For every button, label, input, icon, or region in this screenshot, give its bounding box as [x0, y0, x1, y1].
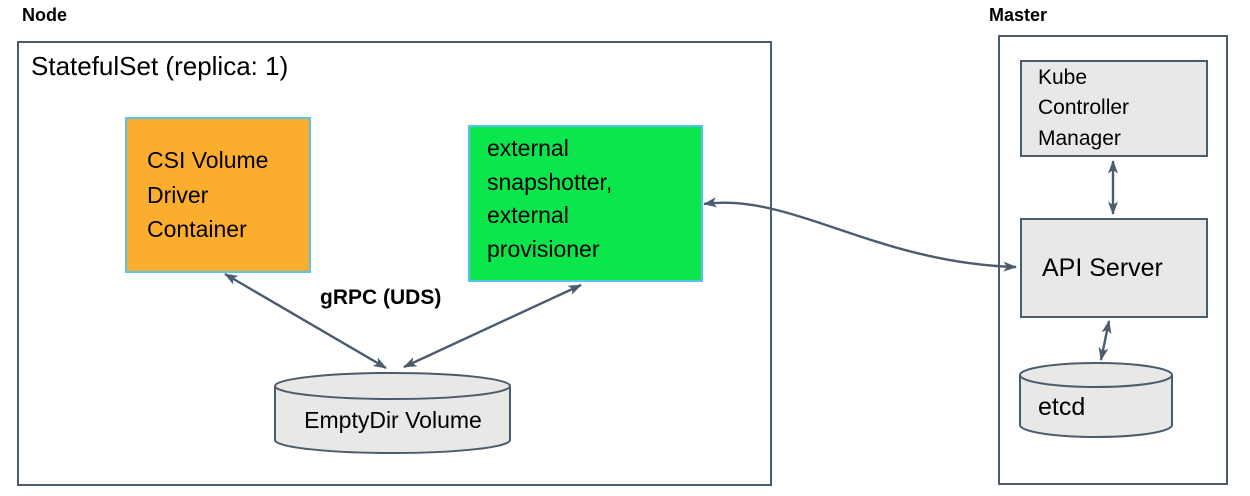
csi-volume-driver-container-box: CSI Volume Driver Container	[125, 117, 311, 273]
etcd-label: etcd	[1038, 393, 1086, 421]
csi-label-line: Container	[147, 216, 247, 243]
csi-label-line: CSI Volume	[147, 147, 269, 174]
sidecars-label-line: external	[487, 135, 569, 161]
csi-label-line: Driver	[147, 181, 209, 208]
statefulset-title: StatefulSet (replica: 1)	[31, 51, 289, 81]
external-sidecars-box: external snapshotter, external provision…	[468, 125, 703, 282]
kube-controller-manager-box: Kube Controller Manager	[1020, 60, 1208, 157]
kcm-label-line: Controller	[1038, 96, 1130, 120]
sidecars-label-line: snapshotter,	[487, 168, 613, 195]
api-server-label: API Server	[1042, 253, 1163, 282]
kcm-label-line: Manager	[1038, 126, 1121, 150]
sidecars-label-line: external	[487, 202, 569, 229]
emptydir-volume-label: EmptyDir Volume	[304, 407, 482, 433]
master-group-label: Master	[989, 5, 1048, 25]
kcm-label-line: Kube	[1038, 66, 1088, 90]
grpc-uds-label: gRPC (UDS)	[320, 286, 442, 309]
api-server-box: API Server	[1020, 218, 1208, 318]
node-group-label: Node	[22, 5, 67, 25]
sidecars-label-line: provisioner	[487, 235, 600, 262]
